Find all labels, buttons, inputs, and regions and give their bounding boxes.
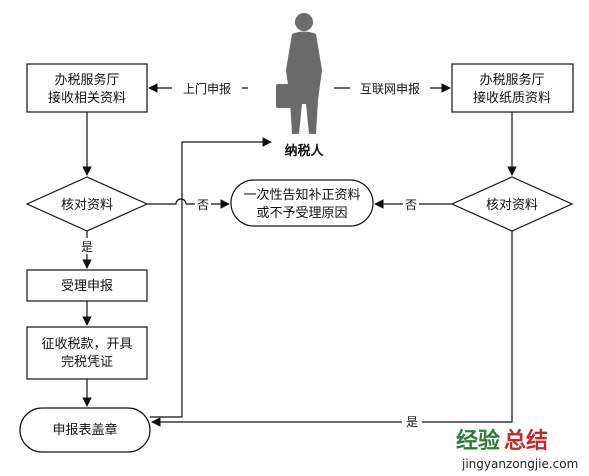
hall-right-box: 办税服务厅 接收纸质资料 [451,63,574,113]
edge-no-left-label: 否 [197,198,209,212]
stamp-box: 申报表盖章 [19,407,151,453]
taxpayer-label: 纳税人 [284,143,324,159]
notice-line1: 一次性告知补正资料 [243,187,360,203]
hall-right-line1: 办税服务厅 [479,72,544,88]
accept-box: 受理申报 [26,269,148,302]
edge-no-left [147,198,230,209]
check-right-diamond: 核对资料 [450,176,574,232]
hall-left-box: 办税服务厅 接收相关资料 [26,63,148,113]
check-left-diamond: 核对资料 [25,176,149,232]
edge-online-label: 互联网申报 [360,81,420,96]
check-right-label: 核对资料 [486,198,538,213]
taxpayer-figure-icon [276,13,322,134]
watermark-part2: 总结 [504,428,548,454]
notice-line2: 或不予受理原因 [256,206,347,221]
watermark-part1: 经验 [456,428,500,454]
stamp-label: 申报表盖章 [52,422,117,438]
edge-no-right-label: 否 [405,198,417,212]
notice-box: 一次性告知补正资料 或不予受理原因 [230,179,374,227]
hall-left-line1: 办税服务厅 [54,72,119,88]
watermark-url: jingyanzongjie.com [461,457,578,471]
edge-yes-bottom [151,231,513,427]
edge-yes-bottom-label: 是 [406,415,418,429]
hall-left-line2: 接收相关资料 [48,90,126,106]
collect-line1: 征收税款，开具 [41,337,132,352]
site-watermark: 经验 总结 jingyanzongjie.com [456,428,578,471]
edge-onsite-label: 上门申报 [183,81,231,96]
collect-box: 征收税款，开具 完税凭证 [26,326,148,380]
edge-yes-left-label: 是 [81,240,93,254]
hall-right-line2: 接收纸质资料 [473,90,551,106]
collect-line2: 完税凭证 [61,355,113,370]
check-left-label: 核对资料 [61,198,113,213]
accept-label: 受理申报 [61,279,113,294]
edge-stamp-to-taxpayer [150,137,272,418]
